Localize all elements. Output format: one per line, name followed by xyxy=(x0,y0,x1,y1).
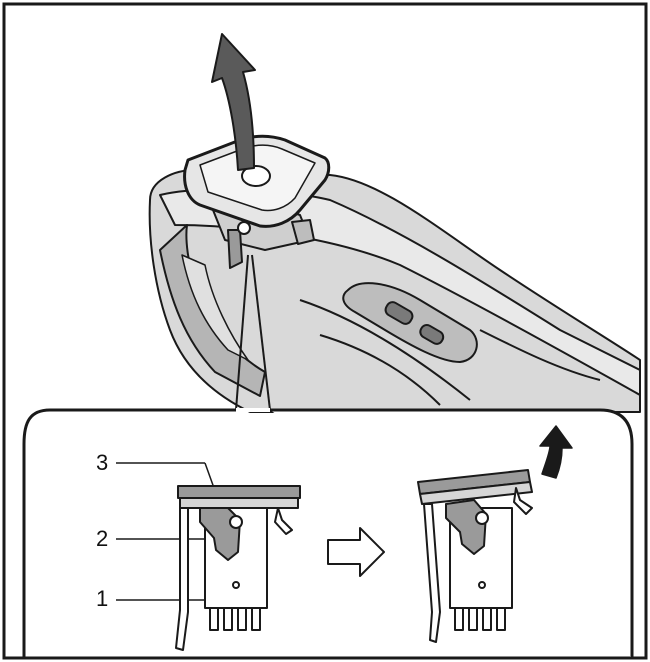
slider-knob-1 xyxy=(384,301,414,325)
device-illustration xyxy=(148,134,641,413)
hook-part-open xyxy=(445,499,487,555)
device-grip-highlight xyxy=(181,254,249,361)
latch-closed xyxy=(175,485,301,651)
detail-panel xyxy=(22,408,634,658)
device-edge-line-2 xyxy=(319,334,441,406)
lid-pivot xyxy=(237,221,251,235)
callout-number-1: 1 xyxy=(96,586,108,611)
lid-hole xyxy=(241,165,271,187)
leader-line-3-b xyxy=(204,462,215,489)
zoom-indicator xyxy=(235,254,271,411)
lift-arrow-icon xyxy=(211,33,256,171)
callout-number-3: 3 xyxy=(96,450,108,475)
device-edge-line-3 xyxy=(479,329,601,381)
latch-open xyxy=(417,469,533,643)
slider-knob-2 xyxy=(419,323,445,345)
callout-number-2: 2 xyxy=(96,526,108,551)
clip-right-open xyxy=(513,487,533,515)
device-edge-line xyxy=(299,299,471,401)
small-lift-arrow-icon xyxy=(539,425,573,479)
callouts: 3 2 1 xyxy=(96,450,220,611)
clip-right-closed xyxy=(274,507,293,535)
cover-part-closed xyxy=(177,485,301,499)
transition-arrow-icon xyxy=(327,527,385,577)
lid-clip xyxy=(291,219,315,245)
lid-latch xyxy=(227,229,243,269)
